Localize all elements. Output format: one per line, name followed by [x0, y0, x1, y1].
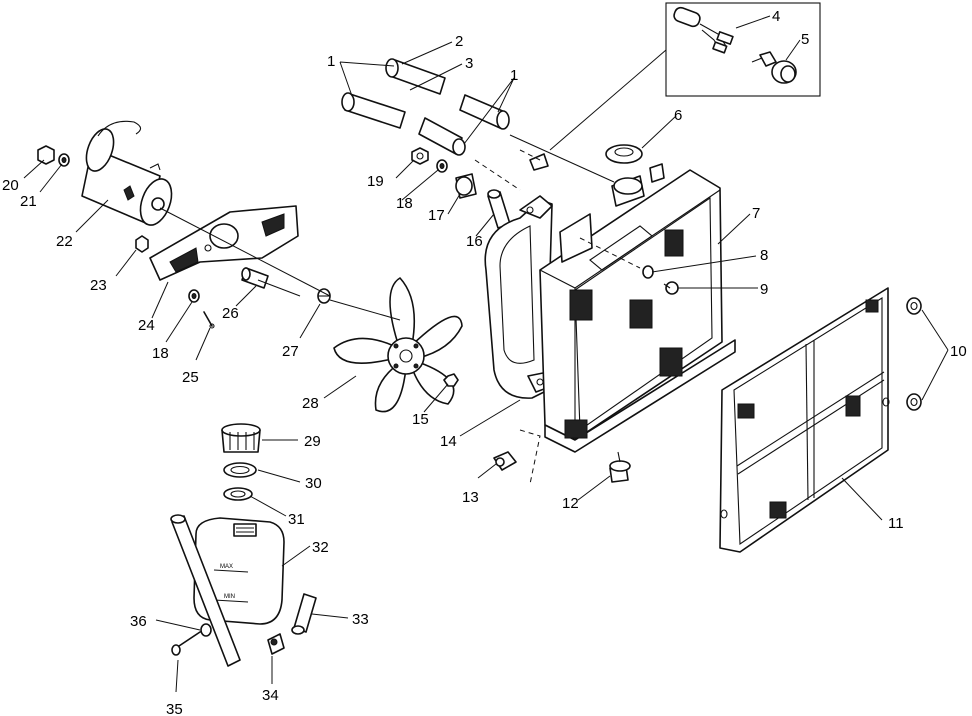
clamp-part-34: [267, 633, 285, 655]
callout-13: 13: [462, 489, 479, 506]
gasket-part-31: [223, 487, 253, 501]
radiator-cap-part-6: [605, 144, 643, 164]
callout-17: 17: [428, 207, 445, 224]
callout-10: 10: [950, 343, 967, 360]
reservoir-cap-part-29: [221, 423, 261, 453]
temperature-sensor-part-5: [751, 51, 797, 84]
callout-24: 24: [138, 317, 155, 334]
overflow-hose-part-33: [291, 593, 317, 635]
callout-16: 16: [466, 233, 483, 250]
callout-18-upper: 18: [396, 195, 413, 212]
washer-part-8: [642, 265, 654, 279]
leader-lines: [23, 15, 949, 693]
hose-clamp-part-13: [493, 429, 541, 485]
screw-part-25: [203, 311, 215, 329]
callout-15: 15: [412, 411, 429, 428]
callout-labels: 1 2 3 1 4 5 6 7 8 9 10 11 12 13 14 15 16…: [2, 8, 967, 716]
callout-5: 5: [801, 31, 809, 48]
callout-9: 9: [760, 281, 768, 298]
callout-22: 22: [56, 233, 73, 250]
callout-1-left: 1: [327, 53, 335, 70]
callout-4: 4: [772, 8, 780, 25]
thermostat-fitting-part-17: [455, 173, 477, 199]
fan-shroud-part-14: [484, 195, 553, 399]
callout-25: 25: [182, 369, 199, 386]
callout-33: 33: [352, 611, 369, 628]
callout-34: 34: [262, 687, 279, 704]
callout-32: 32: [312, 539, 329, 556]
callout-18-lower: 18: [152, 345, 169, 362]
callout-26: 26: [222, 305, 239, 322]
nut-part-23: [135, 235, 149, 253]
callout-20: 20: [2, 177, 19, 194]
min-mark-label: MIN: [224, 594, 235, 600]
washer-part-18-upper: [436, 159, 448, 173]
hose-part-1-right: [418, 94, 510, 156]
nut-part-15: [443, 373, 459, 387]
callout-12: 12: [562, 495, 579, 512]
callout-35: 35: [166, 701, 183, 716]
callout-7: 7: [752, 205, 760, 222]
callout-28: 28: [302, 395, 319, 412]
callout-11: 11: [888, 515, 904, 532]
screw-part-35: [171, 631, 201, 656]
callout-21: 21: [20, 193, 37, 210]
callout-19: 19: [367, 173, 384, 190]
callout-14: 14: [440, 433, 457, 450]
washer-part-21: [58, 153, 70, 167]
fitting-part-19: [411, 147, 429, 165]
fan-motor-part-22: [81, 120, 173, 226]
nut-part-20: [37, 145, 55, 165]
mounting-tube: [170, 514, 241, 667]
callout-6: 6: [674, 107, 682, 124]
washer-part-36: [200, 623, 212, 637]
callout-31: 31: [288, 511, 305, 528]
sensor-inset-box: [665, 2, 821, 97]
callout-3: 3: [465, 55, 473, 72]
wire-connector-part-4: [673, 6, 734, 54]
seal-ring-part-30: [223, 462, 257, 478]
callout-2: 2: [455, 33, 463, 50]
bleed-screw-part: [529, 153, 549, 171]
callout-23: 23: [90, 277, 107, 294]
washer-part-18-lower: [188, 289, 200, 303]
fan-bracket-part-24: [149, 205, 299, 281]
callout-36: 36: [130, 613, 147, 630]
callout-30: 30: [305, 475, 322, 492]
radiator-screen-part-11: [719, 287, 890, 553]
assembly-lines: [159, 49, 667, 321]
rubber-mount-part-12: [609, 451, 631, 483]
grommet-part-10-lower: [906, 393, 922, 411]
callout-1-right: 1: [510, 67, 518, 84]
max-mark-label: MAX: [220, 564, 233, 570]
upper-hose-part-2: [385, 58, 446, 95]
grommet-part-10-upper: [906, 297, 922, 315]
callout-29: 29: [304, 433, 321, 450]
radiator-part-7: [539, 163, 736, 453]
pipe-part-16: [487, 189, 511, 229]
callout-27: 27: [282, 343, 299, 360]
bolt-part-26: [241, 267, 269, 289]
fan-part-28: [333, 277, 463, 413]
callout-8: 8: [760, 247, 768, 264]
lower-hose-part-3: [341, 92, 406, 129]
